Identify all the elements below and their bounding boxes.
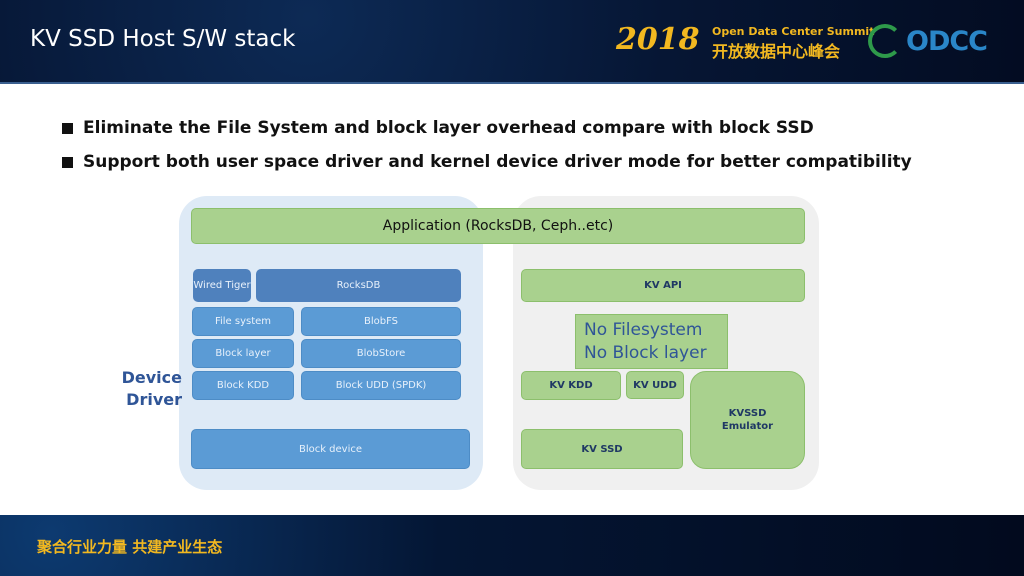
blobstore-box: BlobStore [301,339,461,368]
odcc-logo: ODCC [868,24,988,58]
kv-udd-box: KV UDD [626,371,684,399]
leaf-icon [868,24,902,58]
square-bullet-icon [62,122,73,134]
bullet-item: Support both user space driver and kerne… [62,152,912,172]
block-device-box: Block device [191,429,470,469]
event-year-logo: 2018 [616,22,700,57]
kvssd-emulator-box: KVSSD Emulator [690,371,805,469]
kv-kdd-box: KV KDD [521,371,621,400]
event-name-cn: 开放数据中心峰会 [712,42,841,61]
slide-title: KV SSD Host S/W stack [30,26,296,52]
kv-ssd-box: KV SSD [521,429,683,469]
kv-api-box: KV API [521,269,805,302]
device-driver-label: Device Driver [121,368,182,409]
square-bullet-icon [62,156,73,168]
block-layer-box: Block layer [192,339,294,368]
wired-tiger-box: Wired Tiger [193,269,251,302]
blobfs-box: BlobFS [301,307,461,336]
footer-slogan: 聚合行业力量 共建产业生态 [37,538,223,556]
block-udd-box: Block UDD (SPDK) [301,371,461,400]
block-kdd-box: Block KDD [192,371,294,400]
event-name-en: Open Data Center Summit [712,25,875,38]
rocksdb-box: RocksDB [256,269,461,302]
bullet-item: Eliminate the File System and block laye… [62,118,814,138]
file-system-box: File system [192,307,294,336]
no-filesystem-callout: No Filesystem No Block layer [575,314,728,369]
header: KV SSD Host S/W stack 2018 Open Data Cen… [0,0,1024,84]
footer: 聚合行业力量 共建产业生态 [0,515,1024,576]
application-box: Application (RocksDB, Ceph..etc) [191,208,805,244]
